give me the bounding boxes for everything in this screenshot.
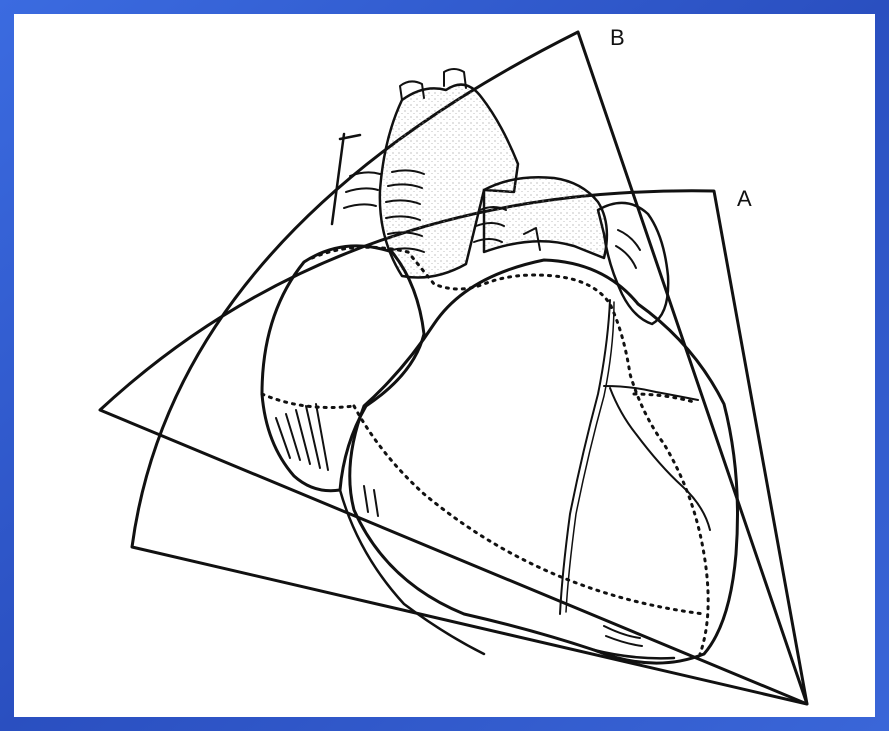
plane-edge-left [332,134,344,224]
heart-lower-contour [340,490,484,654]
pulmonary-trunk [484,177,607,258]
interventricular-groove-2 [566,302,614,612]
appendage-striations [616,230,640,268]
rv-striations [364,486,378,516]
ventricles [350,260,738,663]
coronary-branch-1 [604,386,698,400]
plane-b-label: B [610,27,625,49]
coronary-branch-2 [610,388,710,530]
interventricular-groove [560,300,610,614]
diagram-panel: B A [14,14,875,717]
heart-imaging-planes-diagram [14,14,875,717]
plane-a-label: A [737,188,752,210]
